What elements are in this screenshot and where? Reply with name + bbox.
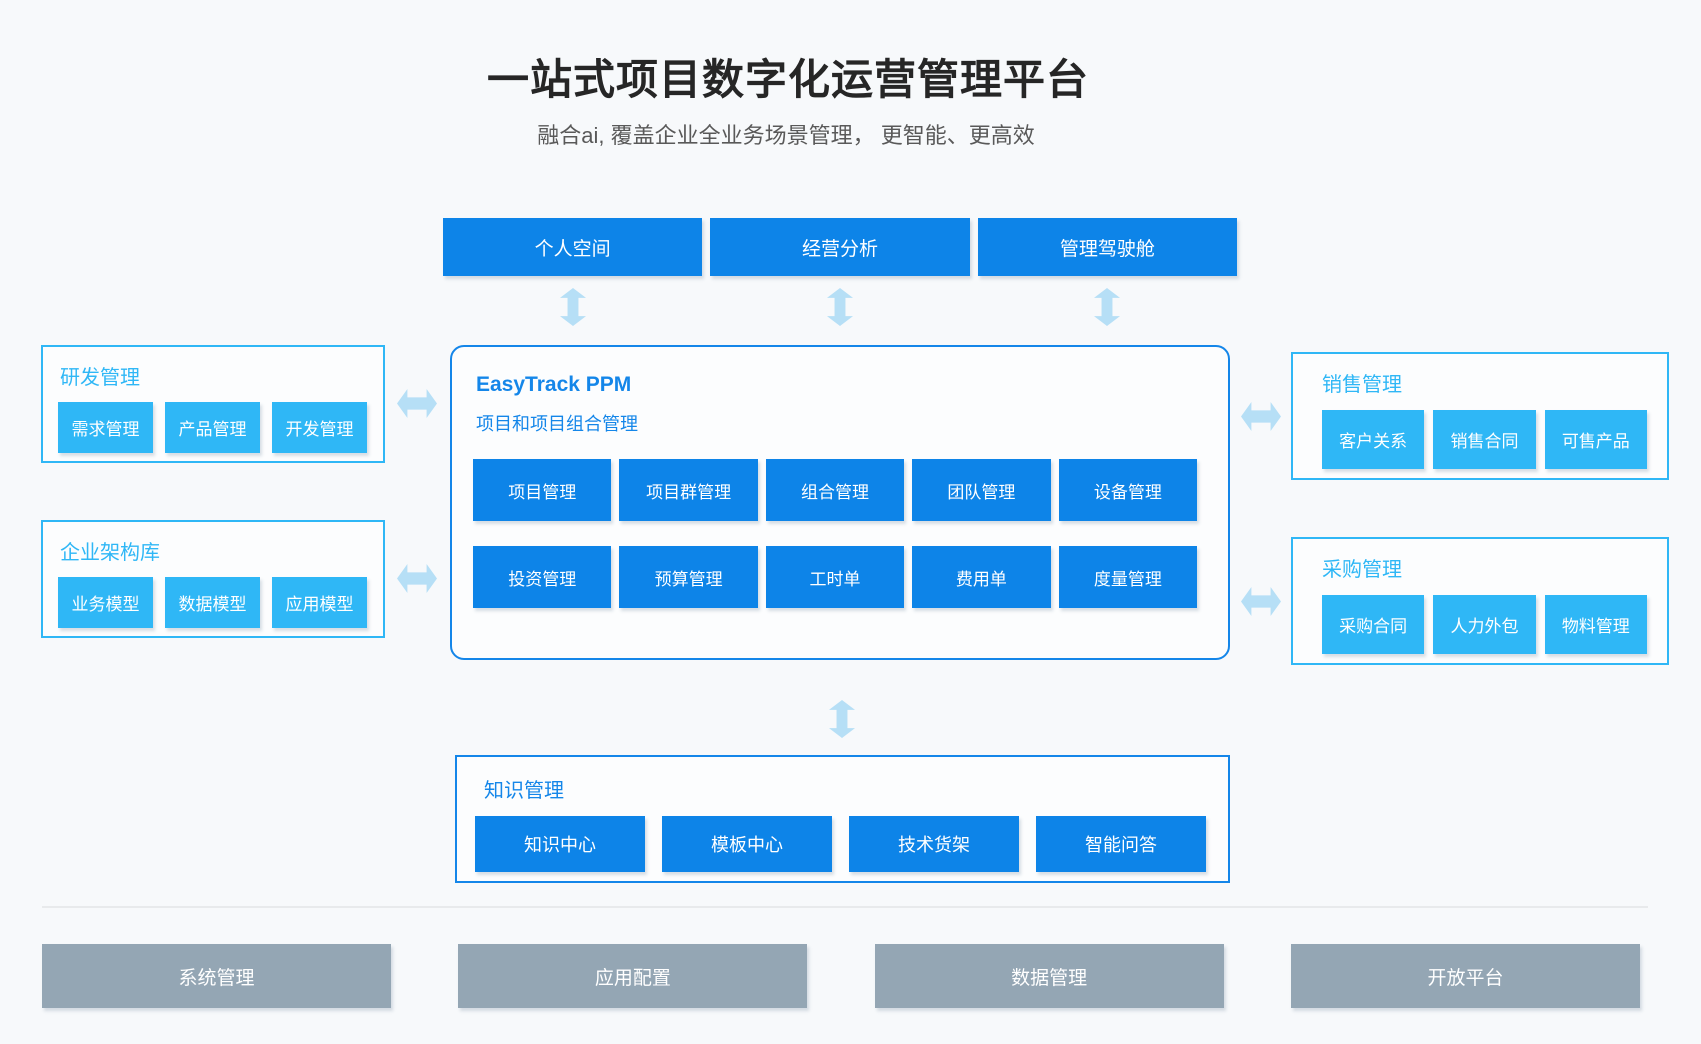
customer-relationship-button[interactable]: 客户关系 [1322, 410, 1425, 469]
material-management-button[interactable]: 物料管理 [1544, 595, 1647, 654]
bottom-nav: 系统管理 应用配置 数据管理 开放平台 [42, 944, 1640, 1008]
panel-title: 企业架构库 [60, 542, 160, 564]
investment-management-button[interactable]: 投资管理 [473, 546, 612, 608]
double-arrow-horizontal-icon [1241, 402, 1281, 431]
expense-report-button[interactable]: 费用单 [912, 546, 1051, 608]
application-model-button[interactable]: 应用模型 [272, 577, 367, 628]
metrics-management-button[interactable]: 度量管理 [1058, 546, 1198, 608]
business-model-button[interactable]: 业务模型 [58, 577, 153, 628]
panel-title: 研发管理 [60, 367, 140, 389]
panel-buttons: 需求管理 产品管理 开发管理 [43, 390, 383, 453]
double-arrow-vertical-icon [1094, 288, 1120, 326]
top-nav: 个人空间 经营分析 管理驾驶舱 [443, 218, 1237, 276]
sales-management-panel: 销售管理 客户关系 销售合同 可售产品 [1291, 352, 1669, 480]
panel-title: 采购管理 [1322, 559, 1402, 581]
team-management-button[interactable]: 团队管理 [912, 459, 1051, 521]
panel-buttons-row: 项目管理 项目群管理 组合管理 团队管理 设备管理 [452, 459, 1228, 521]
panel-title: 知识管理 [484, 780, 564, 802]
application-config-button[interactable]: 应用配置 [458, 944, 808, 1008]
double-arrow-vertical-icon [829, 700, 855, 738]
nav-business-analysis-button[interactable]: 经营分析 [710, 218, 970, 276]
procurement-management-panel: 采购管理 采购合同 人力外包 物料管理 [1291, 537, 1669, 665]
panel-buttons-row: 投资管理 预算管理 工时单 费用单 度量管理 [452, 546, 1228, 608]
data-model-button[interactable]: 数据模型 [165, 577, 260, 628]
sellable-product-button[interactable]: 可售产品 [1544, 410, 1647, 469]
knowledge-center-button[interactable]: 知识中心 [475, 816, 645, 872]
program-management-button[interactable]: 项目群管理 [619, 459, 758, 521]
panel-buttons: 知识中心 模板中心 技术货架 智能问答 [457, 803, 1228, 872]
panel-subtitle: 项目和项目组合管理 [476, 414, 638, 434]
human-outsourcing-button[interactable]: 人力外包 [1433, 595, 1536, 654]
panel-title: EasyTrack PPM [476, 373, 632, 396]
double-arrow-horizontal-icon [397, 389, 437, 418]
double-arrow-horizontal-icon [1241, 587, 1281, 616]
procurement-contract-button[interactable]: 采购合同 [1322, 595, 1425, 654]
product-management-button[interactable]: 产品管理 [165, 402, 260, 453]
project-management-button[interactable]: 项目管理 [473, 459, 612, 521]
enterprise-architecture-panel: 企业架构库 业务模型 数据模型 应用模型 [41, 520, 385, 638]
nav-personal-space-button[interactable]: 个人空间 [443, 218, 703, 276]
divider-line [42, 906, 1648, 908]
development-management-button[interactable]: 开发管理 [272, 402, 367, 453]
smart-qa-button[interactable]: 智能问答 [1036, 816, 1206, 872]
double-arrow-vertical-icon [560, 288, 586, 326]
template-center-button[interactable]: 模板中心 [662, 816, 832, 872]
easytrack-ppm-panel: EasyTrack PPM 项目和项目组合管理 项目管理 项目群管理 组合管理 … [450, 345, 1230, 660]
panel-buttons: 业务模型 数据模型 应用模型 [43, 565, 383, 628]
nav-management-cockpit-button[interactable]: 管理驾驶舱 [977, 218, 1237, 276]
open-platform-button[interactable]: 开放平台 [1290, 944, 1640, 1008]
panel-buttons: 采购合同 人力外包 物料管理 [1293, 582, 1667, 654]
double-arrow-vertical-icon [827, 288, 853, 326]
panel-buttons: 客户关系 销售合同 可售产品 [1293, 397, 1667, 469]
requirement-management-button[interactable]: 需求管理 [58, 402, 153, 453]
panel-title: 销售管理 [1322, 374, 1402, 396]
rd-management-panel: 研发管理 需求管理 产品管理 开发管理 [41, 345, 385, 463]
tech-shelf-button[interactable]: 技术货架 [849, 816, 1019, 872]
equipment-management-button[interactable]: 设备管理 [1058, 459, 1198, 521]
budget-management-button[interactable]: 预算管理 [619, 546, 758, 608]
double-arrow-horizontal-icon [397, 564, 437, 593]
page-subtitle: 融合ai, 覆盖企业全业务场景管理， 更智能、更高效 [537, 123, 1035, 148]
knowledge-management-panel: 知识管理 知识中心 模板中心 技术货架 智能问答 [455, 755, 1230, 883]
system-management-button[interactable]: 系统管理 [42, 944, 391, 1008]
portfolio-management-button[interactable]: 组合管理 [765, 459, 905, 521]
timesheet-button[interactable]: 工时单 [765, 546, 905, 608]
page-title: 一站式项目数字化运营管理平台 [486, 56, 1090, 103]
sales-contract-button[interactable]: 销售合同 [1433, 410, 1536, 469]
data-management-button[interactable]: 数据管理 [874, 944, 1224, 1008]
